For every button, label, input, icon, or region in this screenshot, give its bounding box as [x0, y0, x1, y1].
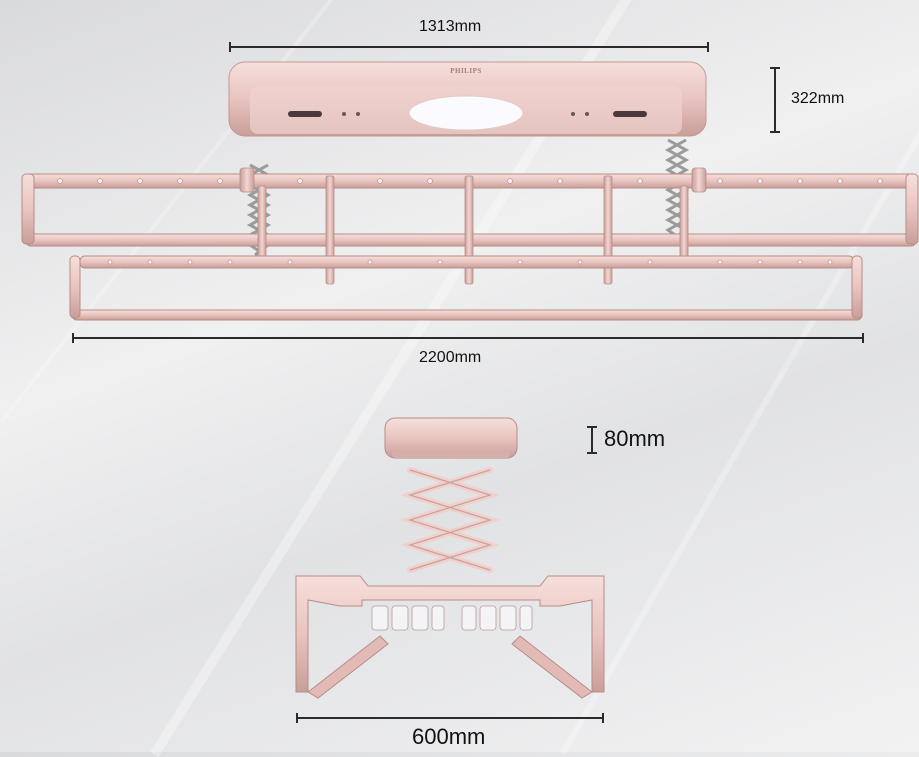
top-height-dimension-line: [774, 67, 776, 133]
side-scissor-arm: [399, 467, 501, 573]
brand-logo: PHILIPS: [450, 67, 482, 75]
side-height-label: 80mm: [604, 426, 666, 451]
dimension-cap: [707, 42, 709, 52]
dimension-cap: [602, 713, 604, 723]
rail-length-label: 2200mm: [419, 349, 482, 366]
dimension-cap: [587, 452, 597, 454]
side-height-dimension-line: [591, 426, 593, 454]
lower-rail: [69, 255, 863, 321]
rail-holes: [57, 178, 883, 184]
dimension-cap: [770, 131, 780, 133]
mount-slot: [288, 111, 322, 117]
side-clips: [371, 605, 533, 631]
side-width-label: 600mm: [412, 724, 486, 749]
side-leg-left: [307, 635, 389, 699]
top-width-label: 1313mm: [419, 18, 482, 35]
light-panel: [408, 95, 524, 131]
dimension-cap: [72, 333, 74, 343]
dimension-cap: [587, 426, 597, 428]
dimension-cap: [770, 67, 780, 69]
lower-rail-holes: [107, 259, 833, 265]
dimension-cap: [296, 713, 298, 723]
dimension-cap: [862, 333, 864, 343]
dimension-cap: [229, 42, 231, 52]
side-leg-right: [511, 635, 593, 699]
top-width-dimension-line: [229, 46, 709, 48]
mount-slot: [613, 111, 647, 117]
rail-length-dimension-line: [72, 337, 864, 339]
top-height-label: 322mm: [791, 90, 845, 107]
side-width-dimension-line: [296, 717, 604, 719]
side-frame: [295, 575, 605, 693]
